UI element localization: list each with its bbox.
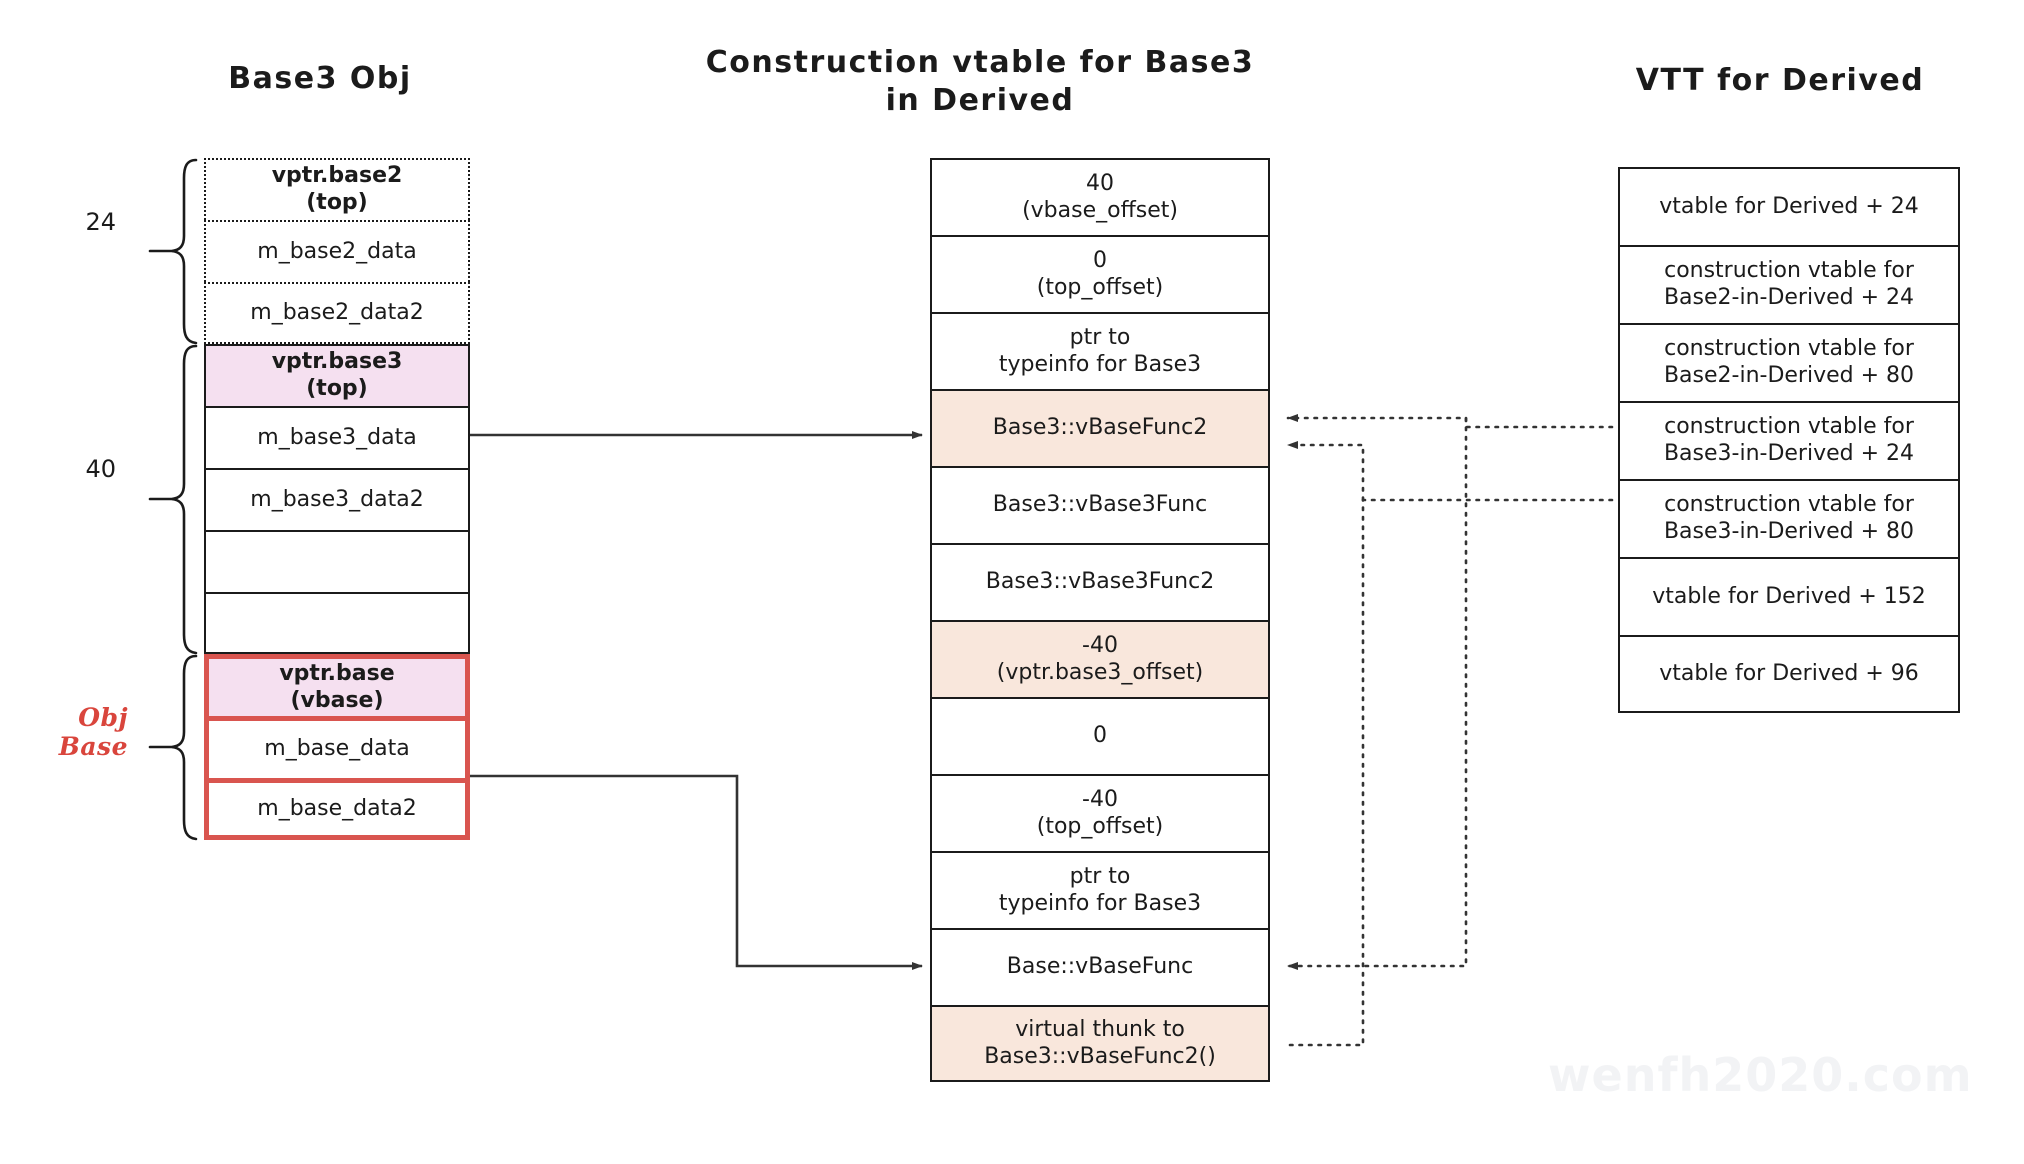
obj-row-padding-2 <box>204 592 470 654</box>
brace-label-40: 40 <box>85 455 116 483</box>
obj-row-m-base3-data: m_base3_data <box>204 406 470 468</box>
cvt-row-typeinfo-1: ptr to typeinfo for Base3 <box>930 312 1270 389</box>
cvt-row-base-vbasefunc: Base::vBaseFunc <box>930 928 1270 1005</box>
vtt-row-base2-in-derived-24: construction vtable for Base2-in-Derived… <box>1618 245 1960 323</box>
brace-label-24: 24 <box>85 208 116 236</box>
obj-row-vptr-base: vptr.base (vbase) <box>204 654 470 716</box>
vtt-row-derived-96: vtable for Derived + 96 <box>1618 635 1960 713</box>
obj-row-vptr-base3: vptr.base3 (top) <box>204 344 470 406</box>
vtt-row-base3-in-derived-24: construction vtable for Base3-in-Derived… <box>1618 401 1960 479</box>
cvt-row-base3-vbasefunc2: Base3::vBaseFunc2 <box>930 389 1270 466</box>
cvt-row-base3-vbase3func: Base3::vBase3Func <box>930 466 1270 543</box>
arrow-vtt-to-base-vbasefunc <box>1286 416 1468 970</box>
obj-row-vptr-base2: vptr.base2 (top) <box>204 158 470 220</box>
brace-obj-base <box>148 654 198 841</box>
cvt-row-base3-vbase3func2: Base3::vBase3Func2 <box>930 543 1270 620</box>
cvt-row-top-offset-1: 0 (top_offset) <box>930 235 1270 312</box>
left-column-title: Base3 Obj <box>228 61 412 96</box>
arrow-vtt-base3-80-to-virtual-thunk <box>1286 498 1614 1047</box>
brace-label-obj-base: Obj Base <box>58 703 128 761</box>
cvt-row-virtual-thunk: virtual thunk to Base3::vBaseFunc2() <box>930 1005 1270 1082</box>
right-column-title: VTT for Derived <box>1635 63 1925 98</box>
middle-column-title: Construction vtable for Base3 in Derived <box>705 45 1255 119</box>
watermark: wenfh2020.com <box>1548 1048 1973 1102</box>
vtt-row-base3-in-derived-80: construction vtable for Base3-in-Derived… <box>1618 479 1960 557</box>
arrow-vptr-base-to-base-vbasefunc <box>470 774 923 970</box>
cvt-row-typeinfo-2: ptr to typeinfo for Base3 <box>930 851 1270 928</box>
vtt-row-base2-in-derived-80: construction vtable for Base2-in-Derived… <box>1618 323 1960 401</box>
vtt-row-derived-24: vtable for Derived + 24 <box>1618 167 1960 245</box>
cvt-row-top-offset-2: -40 (top_offset) <box>930 774 1270 851</box>
cvt-row-zero: 0 <box>930 697 1270 774</box>
obj-row-m-base-data: m_base_data <box>204 716 470 778</box>
obj-row-m-base3-data2: m_base3_data2 <box>204 468 470 530</box>
brace-40 <box>148 344 198 655</box>
brace-24 <box>148 158 198 345</box>
cvt-row-vbase-offset: 40 (vbase_offset) <box>930 158 1270 235</box>
obj-row-padding-1 <box>204 530 470 592</box>
arrow-vtt-branch-to-vbasefunc2 <box>1286 441 1365 502</box>
arrow-vtt-base3-24-to-vbasefunc2 <box>1286 414 1614 429</box>
obj-row-m-base2-data2: m_base2_data2 <box>204 282 470 344</box>
obj-row-m-base2-data: m_base2_data <box>204 220 470 282</box>
obj-row-m-base-data2: m_base_data2 <box>204 778 470 840</box>
cvt-row-vptr-base3-offset: -40 (vptr.base3_offset) <box>930 620 1270 697</box>
vtt-row-derived-152: vtable for Derived + 152 <box>1618 557 1960 635</box>
